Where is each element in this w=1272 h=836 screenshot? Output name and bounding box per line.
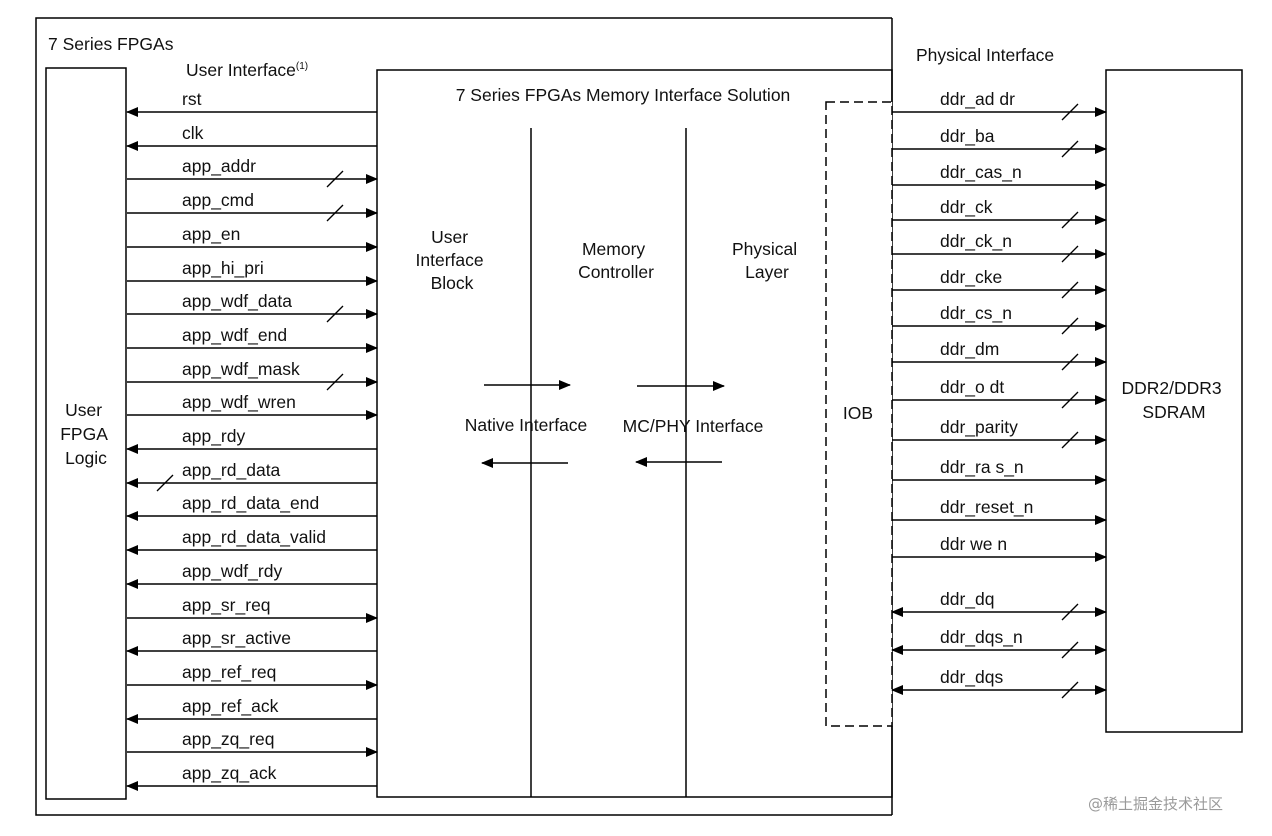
user-signal-group: rst clk app_addr app_cmd app_en app_hi_priapp… bbox=[126, 89, 378, 791]
sdram-block bbox=[1105, 69, 1243, 733]
phys-signal-ddr-o-dt-label: ddr_o dt bbox=[940, 377, 1004, 398]
watermark: @稀土掘金技术社区 bbox=[1088, 795, 1223, 813]
phys-signal-ddr-cs-n-label: ddr_cs_n bbox=[940, 303, 1012, 324]
user-signal-app-wdf-data-bus-slash bbox=[326, 305, 344, 323]
user-signal-app-sr-active-label: app_sr_active bbox=[182, 628, 291, 649]
user-fpga-logic-line3: Logic bbox=[65, 448, 107, 468]
physical-layer-label: Physical Layer bbox=[732, 239, 802, 282]
user-fpga-logic-block bbox=[45, 67, 127, 800]
user-signal-app-rdy-label: app_rdy bbox=[182, 426, 245, 447]
native-interface-label: Native Interface bbox=[465, 415, 588, 435]
user-fpga-logic-label: User FPGA Logic bbox=[60, 400, 112, 468]
physical-interface-title: Physical Interface bbox=[916, 45, 1054, 65]
user-signal-app-rd-data-end-label: app_rd_data_end bbox=[182, 493, 319, 514]
user-signal-app-wdf-mask-bus-slash bbox=[326, 373, 344, 391]
user-signal-app-wdf-end-label: app_wdf_end bbox=[182, 325, 287, 346]
sdram-line2: SDRAM bbox=[1142, 402, 1205, 422]
phys-signal-ddr-dm-label: ddr_dm bbox=[940, 339, 999, 360]
phys-signal-ddr-ck-label: ddr_ck bbox=[940, 197, 993, 218]
phys-signal-ddr-dm-bus-slash bbox=[1061, 353, 1079, 371]
user-signal-app-rd-data-valid-label: app_rd_data_valid bbox=[182, 527, 326, 548]
phys-signal-ddr-we-n-label: ddr we n bbox=[940, 534, 1007, 554]
phys-signal-ddr-parity-bus-slash bbox=[1061, 431, 1079, 449]
phys-signal-ddr-dqs-n-label: ddr_dqs_n bbox=[940, 627, 1023, 648]
uib-line3: Block bbox=[431, 273, 474, 293]
user-signal-app-wdf-wren-label: app_wdf_wren bbox=[182, 392, 296, 413]
phys-signal-ddr-cs-n-bus-slash bbox=[1061, 317, 1079, 335]
phys-signal-ddr-cke-bus-slash bbox=[1061, 281, 1079, 299]
user-interface-title: User Interface(1) bbox=[186, 60, 308, 80]
uib-line2: Interface bbox=[416, 250, 484, 270]
uib-line1: User bbox=[431, 227, 468, 247]
user-fpga-logic-line1: User bbox=[65, 400, 102, 420]
phys-signal-ddr-ra-s-n-label: ddr_ra s_n bbox=[940, 457, 1024, 478]
memory-controller-label: Memory Controller bbox=[578, 239, 654, 282]
phys-signal-ddr-ck-n-label: ddr_ck_n bbox=[940, 231, 1012, 252]
user-interface-note: (1) bbox=[296, 61, 308, 72]
phys-signal-ddr-dqs-label: ddr_dqs bbox=[940, 667, 1003, 688]
user-signal-app-wdf-rdy-label: app_wdf_rdy bbox=[182, 561, 282, 582]
iob-label: IOB bbox=[843, 403, 873, 423]
user-signal-app-addr-bus-slash bbox=[326, 170, 344, 188]
fpga-boundary bbox=[35, 17, 892, 816]
iob-block bbox=[825, 101, 893, 727]
user-signal-app-rd-data-bus-slash bbox=[156, 474, 174, 492]
phys-signal-ddr-ad-dr-bus-slash bbox=[1061, 103, 1079, 121]
phys-signal-ddr-cas-n-label: ddr_cas_n bbox=[940, 162, 1022, 183]
user-signal-app-zq-ack-label: app_zq_ack bbox=[182, 763, 277, 784]
phys-signal-ddr-dq-label: ddr_dq bbox=[940, 589, 995, 610]
sdram-label: DDR2/DDR3 SDRAM bbox=[1121, 378, 1226, 422]
phys-signal-ddr-cke-label: ddr_cke bbox=[940, 267, 1002, 288]
uib-label: User Interface Block bbox=[416, 227, 489, 293]
phy-line2: Layer bbox=[745, 262, 789, 282]
phys-signal-ddr-parity-label: ddr_parity bbox=[940, 417, 1018, 438]
mc-line1: Memory bbox=[582, 239, 645, 259]
phys-signal-ddr-ba-label: ddr_ba bbox=[940, 126, 995, 147]
user-signal-app-ref-ack-label: app_ref_ack bbox=[182, 696, 279, 717]
phys-signal-ddr-o-dt-bus-slash bbox=[1061, 391, 1079, 409]
user-signal-app-en-label: app_en bbox=[182, 224, 240, 245]
user-signal-app-hi-pri-label: app_hi_pri bbox=[182, 258, 264, 279]
phys-signal-ddr-ba-bus-slash bbox=[1061, 140, 1079, 158]
user-signal-clk-label: clk bbox=[182, 123, 204, 143]
phys-signal-ddr-dqs-bus-slash bbox=[1061, 681, 1079, 699]
user-signal-app-rd-data-label: app_rd_data bbox=[182, 460, 281, 481]
phys-signal-ddr-ck-bus-slash bbox=[1061, 211, 1079, 229]
user-signal-app-zq-req-label: app_zq_req bbox=[182, 729, 274, 750]
user-signal-app-wdf-mask-label: app_wdf_mask bbox=[182, 359, 300, 380]
user-signal-app-sr-req-label: app_sr_req bbox=[182, 595, 271, 616]
user-interface-title-text: User Interface bbox=[186, 60, 296, 80]
sdram-line1: DDR2/DDR3 bbox=[1121, 378, 1221, 398]
phys-signal-ddr-ad-dr-label: ddr_ad dr bbox=[940, 89, 1015, 110]
phys-signal-ddr-dqs-n-bus-slash bbox=[1061, 641, 1079, 659]
phys-signal-ddr-reset-n-label: ddr_reset_n bbox=[940, 497, 1033, 518]
phy-line1: Physical bbox=[732, 239, 797, 259]
user-signal-rst-label: rst bbox=[182, 89, 202, 109]
user-signal-app-addr-label: app_addr bbox=[182, 156, 256, 177]
phys-signal-ddr-ck-n-bus-slash bbox=[1061, 245, 1079, 263]
phys-signal-ddr-dq-bus-slash bbox=[1061, 603, 1079, 621]
user-signal-app-wdf-data-label: app_wdf_data bbox=[182, 291, 292, 312]
mc-line2: Controller bbox=[578, 262, 654, 282]
fpga-title: 7 Series FPGAs bbox=[48, 34, 174, 54]
user-fpga-logic-line2: FPGA bbox=[60, 424, 108, 444]
physical-signal-group: ddr_ad dr ddr_ba ddr_cas_n ddr_ck ddr_ck_ndd… bbox=[891, 89, 1107, 699]
mis-title: 7 Series FPGAs Memory Interface Solution bbox=[456, 85, 791, 105]
mcphy-interface-label: MC/PHY Interface bbox=[623, 416, 764, 436]
user-signal-app-ref-req-label: app_ref_req bbox=[182, 662, 276, 683]
user-signal-app-cmd-bus-slash bbox=[326, 204, 344, 222]
user-signal-app-cmd-label: app_cmd bbox=[182, 190, 254, 211]
